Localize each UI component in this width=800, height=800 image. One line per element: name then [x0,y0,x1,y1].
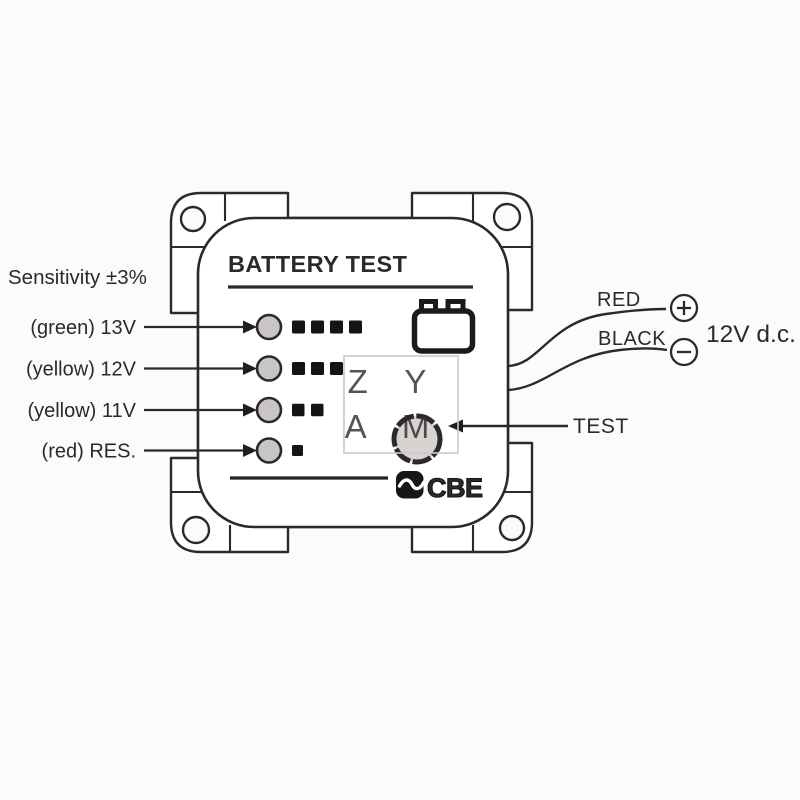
screw-hole-top-left-icon [179,205,207,233]
led-indicator-yellow [255,396,283,424]
level-bar [330,362,343,375]
screw-hole-bottom-left-icon [181,515,211,545]
cbe-logo: CBE [396,471,484,504]
watermark: Z Y A M [343,355,459,454]
led-row-label-yellow: (yellow) 12V [26,359,137,381]
minus-terminal-icon [669,337,699,367]
led-row-label-red: (red) RES. [42,441,136,463]
level-bar [292,362,305,375]
led-indicator-yellow [255,355,283,382]
cbe-logo-mark-icon [396,471,424,499]
ear-division-lines [171,193,532,552]
screw-hole-top-right-icon [492,202,522,232]
level-bar [292,445,303,456]
level-bar [311,403,324,417]
test-button [391,413,443,465]
led-indicator-red [255,437,283,464]
test-arrowhead-icon [448,419,463,433]
level-bar [292,403,305,417]
watermark-line1: Z Y [348,363,441,400]
level-bar [311,362,324,375]
cbe-logo-wave-icon [397,478,426,491]
led-row-label-yellow: (yellow) 11V [27,400,136,422]
pointer-arrowhead-icon [243,444,257,457]
plus-terminal-icon [669,293,699,323]
supply-wiring: RED BLACK 12V d.c. [507,289,796,392]
watermark-line2: A M [345,408,444,445]
battery-icon [411,299,476,354]
red-wire-label: RED [597,289,641,311]
supply-label: 12V d.c. [706,321,796,348]
black-wire-label: BLACK [598,328,666,350]
panel-title: BATTERY TEST [228,251,408,277]
pointer-arrowhead-icon [243,403,257,417]
test-callout: TEST [448,415,629,438]
led-row-label-green: (green) 13V [30,317,136,339]
led-indicator-rows: (green) 13V (yellow) 12V (yellow) 11V (red)… [26,313,362,464]
level-bar [292,320,305,334]
black-wire [507,347,668,392]
cbe-logo-text: CBE [427,473,483,503]
pointer-arrowhead-icon [243,320,257,334]
level-bar [349,320,362,334]
led-indicator-green [255,313,283,341]
level-bar [311,320,324,334]
sensitivity-label: Sensitivity ±3% [8,266,147,289]
test-label: TEST [573,415,629,438]
screw-holes [179,202,526,545]
pointer-arrowhead-icon [243,362,257,375]
level-bar [330,320,343,334]
screw-hole-bottom-right-icon [498,514,526,542]
red-wire [507,307,667,368]
watermark-box [343,355,459,454]
